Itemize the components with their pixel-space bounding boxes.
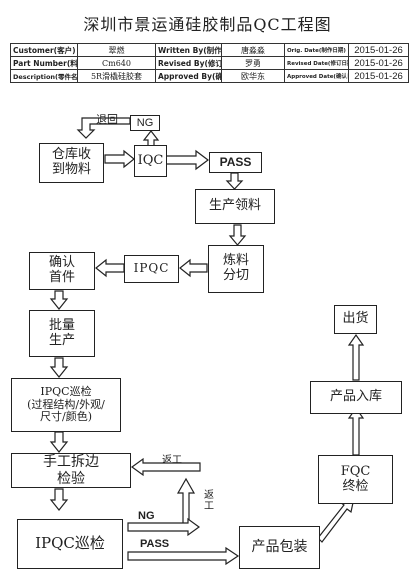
- arrow-mixing-to-ipqc: [179, 258, 208, 278]
- label-return-top: 退回: [96, 113, 118, 126]
- arrow-rework-up: [176, 477, 196, 526]
- node-pass-top: PASS: [209, 152, 262, 173]
- node-ipqc-2: IPQC巡检: [17, 519, 123, 569]
- arrow-confirm-to-mass: [49, 290, 69, 310]
- node-fqc: FQC 终检: [318, 455, 393, 504]
- approved-by-label: Approved By(确认): [155, 69, 222, 83]
- node-iqc: IQC: [134, 145, 167, 177]
- node-ipqc-1: IPQC: [124, 255, 179, 283]
- node-manual-trim: 手工拆边 检验: [11, 453, 131, 488]
- label-ng-bottom: NG: [138, 510, 155, 522]
- arrow-trim-to-ipqc2: [49, 488, 69, 511]
- arrow-packing-to-fqc: [317, 497, 355, 543]
- arrow-mass-to-inspect: [49, 357, 69, 378]
- node-ipqc-inspect: IPQC巡检 (过程结构/外观/ 尺寸/颜色): [11, 378, 121, 432]
- info-row-part: Part Number(料号) Cm640 Revised By(修订) 罗勇 …: [10, 56, 409, 70]
- node-ng-top: NG: [130, 115, 160, 131]
- label-rework-vertical: 返 工: [204, 490, 214, 512]
- node-confirm-first: 确认 首件: [29, 252, 95, 290]
- arrow-storage-to-ship: [347, 333, 365, 381]
- page-title: 深圳市景运通硅胶制品QC工程图: [83, 15, 332, 34]
- node-material: 生产领料: [195, 189, 275, 224]
- info-table: Customer(客户) 翠燃 Written By(制作) 唐淼淼 Orig.…: [10, 43, 409, 83]
- arrow-pass-to-material: [225, 172, 244, 190]
- node-mass-production: 批量 生产: [29, 310, 95, 357]
- arrow-rework-to-trim: [130, 457, 201, 477]
- arrow-material-to-mixing: [228, 224, 247, 246]
- node-warehouse: 仓库收 到物料: [39, 143, 104, 183]
- info-row-description: Description(零件名称) 5R滑橇硅胶套 Approved By(确认…: [10, 69, 409, 83]
- node-ship: 出货: [334, 305, 377, 334]
- arrow-iqc-to-pass: [165, 149, 209, 171]
- arrow-pass-to-packing: [127, 546, 240, 566]
- approved-date-value: 2015-01-26: [348, 69, 409, 83]
- node-storage: 产品入库: [310, 381, 402, 414]
- arrow-warehouse-to-iqc: [104, 149, 135, 169]
- arrow-fqc-to-storage: [347, 406, 365, 456]
- node-packing: 产品包装: [239, 526, 320, 569]
- label-rework-mid: 返工: [162, 455, 182, 466]
- arrow-ipqc-to-confirm: [95, 258, 125, 278]
- arrow-ng-right: [127, 517, 201, 537]
- label-pass-bottom: PASS: [140, 538, 170, 550]
- arrow-inspect-to-trim: [49, 431, 69, 453]
- node-mixing: 炼料 分切: [208, 245, 264, 293]
